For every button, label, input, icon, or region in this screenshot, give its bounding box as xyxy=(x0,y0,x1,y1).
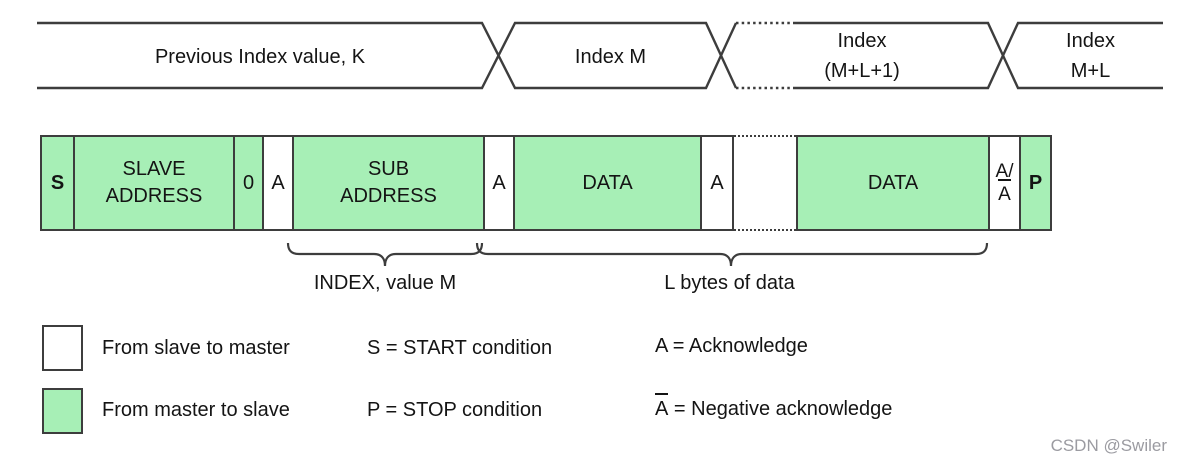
nack-symbol-overline: A xyxy=(998,179,1011,205)
legend-label-master-to-slave: From master to slave xyxy=(102,399,290,421)
packet-box-label: ADDRESS xyxy=(340,185,437,207)
legend-label-slave-to-master: From slave to master xyxy=(102,337,290,359)
packet-box-ack-nack: A/ A xyxy=(988,137,1019,229)
packet-row-left: S SLAVE ADDRESS 0 A SUB ADDRESS A DATA A xyxy=(40,135,734,231)
legend-ack-definition: A = Acknowledge xyxy=(655,335,808,357)
csdn-watermark: CSDN @Swiler xyxy=(1050,436,1167,455)
index-brace xyxy=(286,242,484,267)
legend-swatch-master-to-slave xyxy=(42,388,83,434)
packet-box-label: SLAVE xyxy=(122,158,186,180)
segment-label-line: Index xyxy=(1066,30,1115,52)
packet-box-label: SUB xyxy=(367,158,410,180)
packet-box-stop: P xyxy=(1019,137,1050,229)
segment-label-index-m-l: Index M+L xyxy=(1018,26,1163,86)
index-brace-label: INDEX, value M xyxy=(313,272,457,294)
nack-definition-text: = Negative acknowledge xyxy=(673,398,893,420)
packet-box-data-1: DATA xyxy=(513,137,700,229)
data-brace xyxy=(475,242,989,267)
packet-box-start: S xyxy=(42,137,73,229)
legend-stop-definition: P = STOP condition xyxy=(367,399,543,421)
data-brace-label: L bytes of data xyxy=(664,272,795,294)
legend-start-definition: S = START condition xyxy=(367,337,553,359)
packet-box-data-2: DATA xyxy=(798,137,988,229)
packet-box-label: ADDRESS xyxy=(105,185,203,207)
packet-box-ack-3: A xyxy=(700,137,732,229)
segment-label-index-m-l-1: Index (M+L+1) xyxy=(736,26,988,86)
packet-box-ack-1: A xyxy=(262,137,292,229)
legend-swatch-slave-to-master xyxy=(42,325,83,371)
ack-symbol: A/ xyxy=(995,161,1014,182)
packet-box-slave-address: SLAVE ADDRESS xyxy=(73,137,233,229)
packet-row-right: DATA A/ A P xyxy=(796,135,1052,231)
legend-nack-definition: A = Negative acknowledge xyxy=(655,393,893,421)
packet-ellipsis-gap xyxy=(734,135,796,231)
segment-label-line: (M+L+1) xyxy=(824,60,900,82)
packet-box-rw-bit: 0 xyxy=(233,137,262,229)
segment-label-previous-index: Previous Index value, K xyxy=(154,46,366,68)
segment-label-line: Index xyxy=(837,30,887,52)
segment-label-line: M+L xyxy=(1070,60,1111,82)
packet-box-ack-2: A xyxy=(483,137,513,229)
nack-symbol-overline: A xyxy=(655,393,669,420)
segment-label-index-m: Index M xyxy=(574,46,647,68)
packet-box-sub-address: SUB ADDRESS xyxy=(292,137,483,229)
